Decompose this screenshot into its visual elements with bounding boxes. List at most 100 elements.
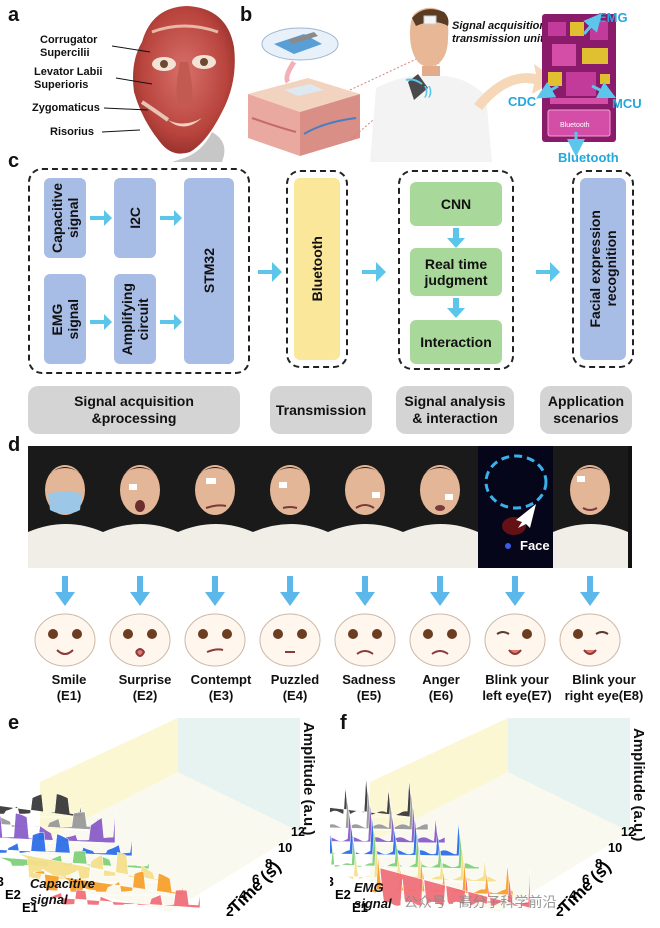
expression-label: Anger (E6) xyxy=(422,672,460,704)
expression-arrow xyxy=(580,576,600,606)
time-tick-label: 4 xyxy=(239,888,247,903)
panel-a-letter: a xyxy=(8,4,20,26)
series-ridge xyxy=(0,812,116,844)
emg-signal-label: EMG signal xyxy=(354,880,392,911)
panel-b-letter: b xyxy=(240,4,253,26)
expression-emoji-icon xyxy=(109,613,171,667)
emg-chip-label: EMG xyxy=(598,10,628,25)
expression-emoji-icon xyxy=(34,613,96,667)
expression-emoji-icon xyxy=(334,613,396,667)
series-tick-label: E1 xyxy=(352,900,368,915)
expression-label: Smile (E1) xyxy=(51,672,87,704)
expression-emoji-icon xyxy=(259,613,321,667)
face-muscle-illustration xyxy=(112,2,242,162)
expression-arrow xyxy=(505,576,525,606)
time-tick-label: 2 xyxy=(556,903,564,919)
time-tick-label: 10 xyxy=(608,840,622,855)
expression-arrow xyxy=(130,576,150,606)
acquisition-group xyxy=(28,168,250,374)
realtime-judgment-block: Real time judgment xyxy=(410,248,502,296)
amplitude-axis-label: Amplitude (a.u.) xyxy=(630,728,647,842)
time-tick-label: 6 xyxy=(252,872,259,887)
series-ridge xyxy=(0,831,133,857)
capacitive-signal-label: Capacitive signal xyxy=(30,876,96,907)
series-ridge xyxy=(32,870,184,896)
expression-arrow xyxy=(355,576,375,606)
expression-label: Sadness (E5) xyxy=(342,672,396,704)
time-tick-label: 12 xyxy=(621,825,635,839)
face-tag: Face xyxy=(520,538,550,553)
photo-smile xyxy=(28,446,103,568)
photo-puzzled xyxy=(253,446,328,568)
muscle-leader-lines xyxy=(101,45,153,133)
time-tick-label: 4 xyxy=(569,888,577,903)
watermark: 公众号 · 高分子科学前沿 xyxy=(404,894,557,910)
amplifying-circuit-block: Amplifying circuit xyxy=(114,274,156,364)
stage-acquisition: Signal acquisition &processing xyxy=(28,386,240,434)
circuit-board xyxy=(542,14,616,142)
i2c-block: I2C xyxy=(114,178,156,258)
flow-arrows xyxy=(90,210,560,330)
analysis-group xyxy=(398,170,514,370)
emg-signal-block: EMG signal xyxy=(44,274,86,364)
expression-label: Puzzled (E4) xyxy=(270,672,320,704)
expression-arrow xyxy=(205,576,225,606)
panel-e-letter: e xyxy=(8,712,20,734)
series-tick-label: E1 xyxy=(22,900,38,915)
time-tick-label: 2 xyxy=(226,903,234,919)
stage-transmission: Transmission xyxy=(270,386,372,434)
expression-arrow xyxy=(55,576,75,606)
series-ridge xyxy=(379,867,531,909)
expression-label: Blink your left eye(E7) xyxy=(482,672,552,704)
face-pointer-arrow xyxy=(516,504,536,528)
series-ridge xyxy=(0,793,82,818)
time-tick-label: 6 xyxy=(582,872,589,887)
facial-recognition-block: Facial expression recognition xyxy=(580,178,626,360)
expression-label: Contempt (E3) xyxy=(190,672,252,704)
stm32-block: STM32 xyxy=(184,178,234,364)
muscle-label: Levator Labii Superioris xyxy=(34,66,103,91)
cdc-chip-label: CDC xyxy=(508,94,537,109)
series-ridge xyxy=(330,789,429,831)
panel-c-letter: c xyxy=(8,150,20,172)
amplitude-axis-label: Amplitude (a.u.) xyxy=(300,722,317,836)
muscle-label: Zygomaticus xyxy=(32,102,100,114)
expression-label: Surprise (E2) xyxy=(118,672,172,704)
emg-waterfall-plot: E8E7E6E5E4E3E2E124681012Time (s) xyxy=(330,718,635,919)
expression-label: Blink your right eye(E8) xyxy=(564,672,644,704)
chip-text: Bluetooth xyxy=(560,122,590,129)
photo-sadness xyxy=(328,446,403,568)
bluetooth-wave-icon: )) xyxy=(424,84,432,98)
expression-emoji-icon xyxy=(409,613,471,667)
series-ridge xyxy=(49,889,201,909)
photo-strip xyxy=(28,446,632,568)
expression-arrow xyxy=(430,576,450,606)
muscle-label: Corrugator Supercilii xyxy=(40,34,98,59)
photo-surprise xyxy=(103,446,178,568)
stage-application: Application scenarios xyxy=(540,386,632,434)
capacitive-waterfall-plot: E8E7E6E5E4E3E2E124681012Time (s) xyxy=(0,718,305,919)
photo-blink-left xyxy=(478,446,553,568)
bluetooth-block: Bluetooth xyxy=(294,178,340,360)
skin-sensor-illustration xyxy=(244,22,364,162)
photo-blink-right xyxy=(553,446,632,568)
expression-emoji-icon xyxy=(559,613,621,667)
expression-arrow xyxy=(280,576,300,606)
photo-anger xyxy=(403,446,478,568)
series-tick-label: E2 xyxy=(335,887,351,902)
time-tick-label: 12 xyxy=(291,825,305,839)
panel-d-letter: d xyxy=(8,434,21,456)
expression-arrows xyxy=(55,576,600,606)
expression-emoji-icon xyxy=(184,613,246,667)
photo-contempt xyxy=(178,446,253,568)
application-group xyxy=(572,170,634,368)
stage-analysis: Signal analysis & interaction xyxy=(396,386,514,434)
series-tick-label: E3 xyxy=(330,874,334,889)
person-illustration xyxy=(364,4,494,162)
expression-emoji-icon xyxy=(484,613,546,667)
time-tick-label: 8 xyxy=(265,856,272,871)
series-tick-label: E3 xyxy=(0,874,4,889)
time-tick-label: 10 xyxy=(278,840,292,855)
big-arrow xyxy=(474,64,556,110)
series-ridge xyxy=(15,851,167,883)
